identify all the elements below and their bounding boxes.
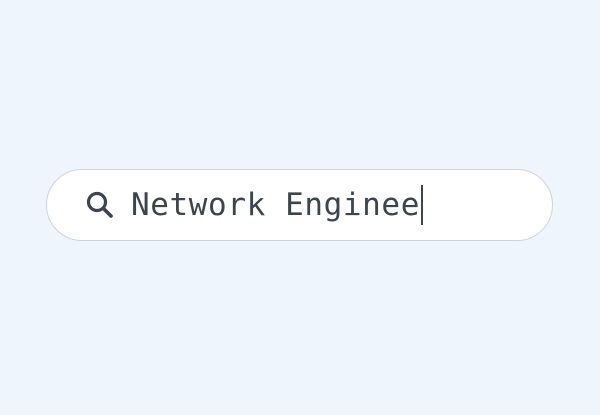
search-icon[interactable] xyxy=(83,188,117,222)
search-input[interactable]: Network Enginee xyxy=(131,185,423,225)
search-bar[interactable]: Network Enginee xyxy=(46,169,553,241)
search-input-value: Network Enginee xyxy=(131,187,420,223)
text-cursor xyxy=(420,185,423,225)
